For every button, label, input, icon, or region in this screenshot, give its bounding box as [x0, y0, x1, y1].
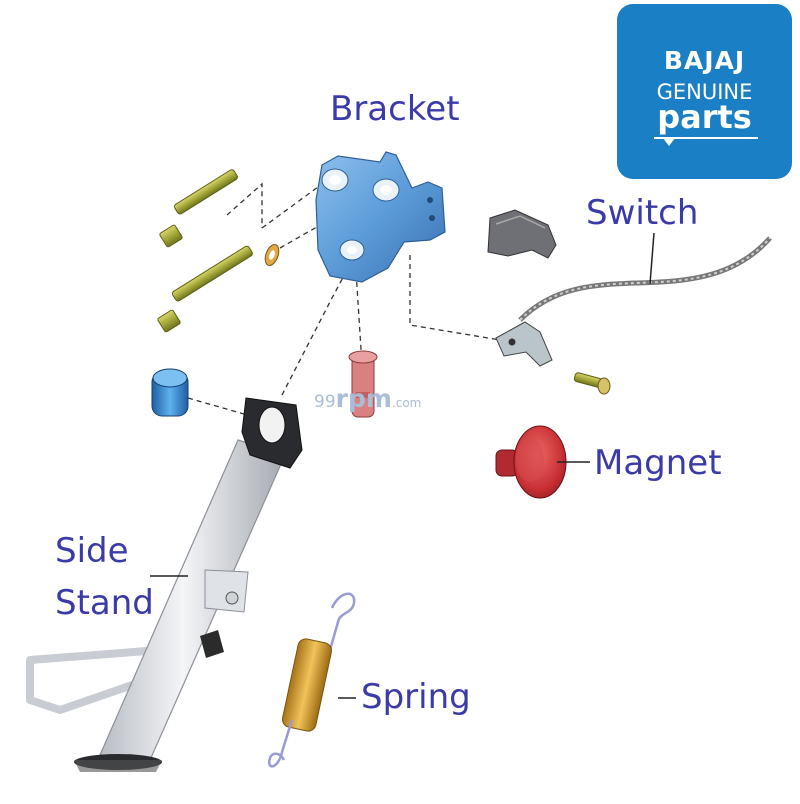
logo-genuine: GENUINE — [656, 80, 753, 104]
label-stand: Stand — [55, 583, 154, 623]
bajaj-genuine-parts-logo: BAJAJ GENUINE parts — [617, 4, 792, 179]
switch-part — [487, 209, 772, 367]
lower-bolt — [157, 245, 253, 333]
logo-arrow-icon — [663, 138, 675, 146]
washer — [264, 243, 280, 267]
label-leader-lines — [150, 232, 655, 699]
side-stand-part — [26, 397, 303, 772]
spring-part — [267, 592, 356, 768]
spacer-bush — [151, 368, 189, 417]
magnet-part — [495, 425, 567, 499]
label-side: Side — [55, 531, 129, 571]
logo-rule — [654, 137, 758, 139]
label-switch: Switch — [586, 193, 699, 233]
watermark: 99rpm.com — [314, 384, 421, 413]
label-spring: Spring — [361, 677, 471, 717]
logo-parts: parts — [657, 98, 752, 136]
watermark-suffix: .com — [391, 396, 422, 410]
logo-brand: BAJAJ — [663, 46, 746, 75]
upper-bolt — [159, 169, 238, 248]
switch-screw — [573, 372, 611, 395]
bracket-part — [315, 151, 446, 283]
watermark-prefix: 99 — [314, 392, 336, 412]
label-magnet: Magnet — [594, 443, 722, 483]
label-bracket: Bracket — [330, 89, 460, 129]
watermark-name: rpm — [335, 384, 392, 413]
pivot-pin — [348, 350, 378, 418]
